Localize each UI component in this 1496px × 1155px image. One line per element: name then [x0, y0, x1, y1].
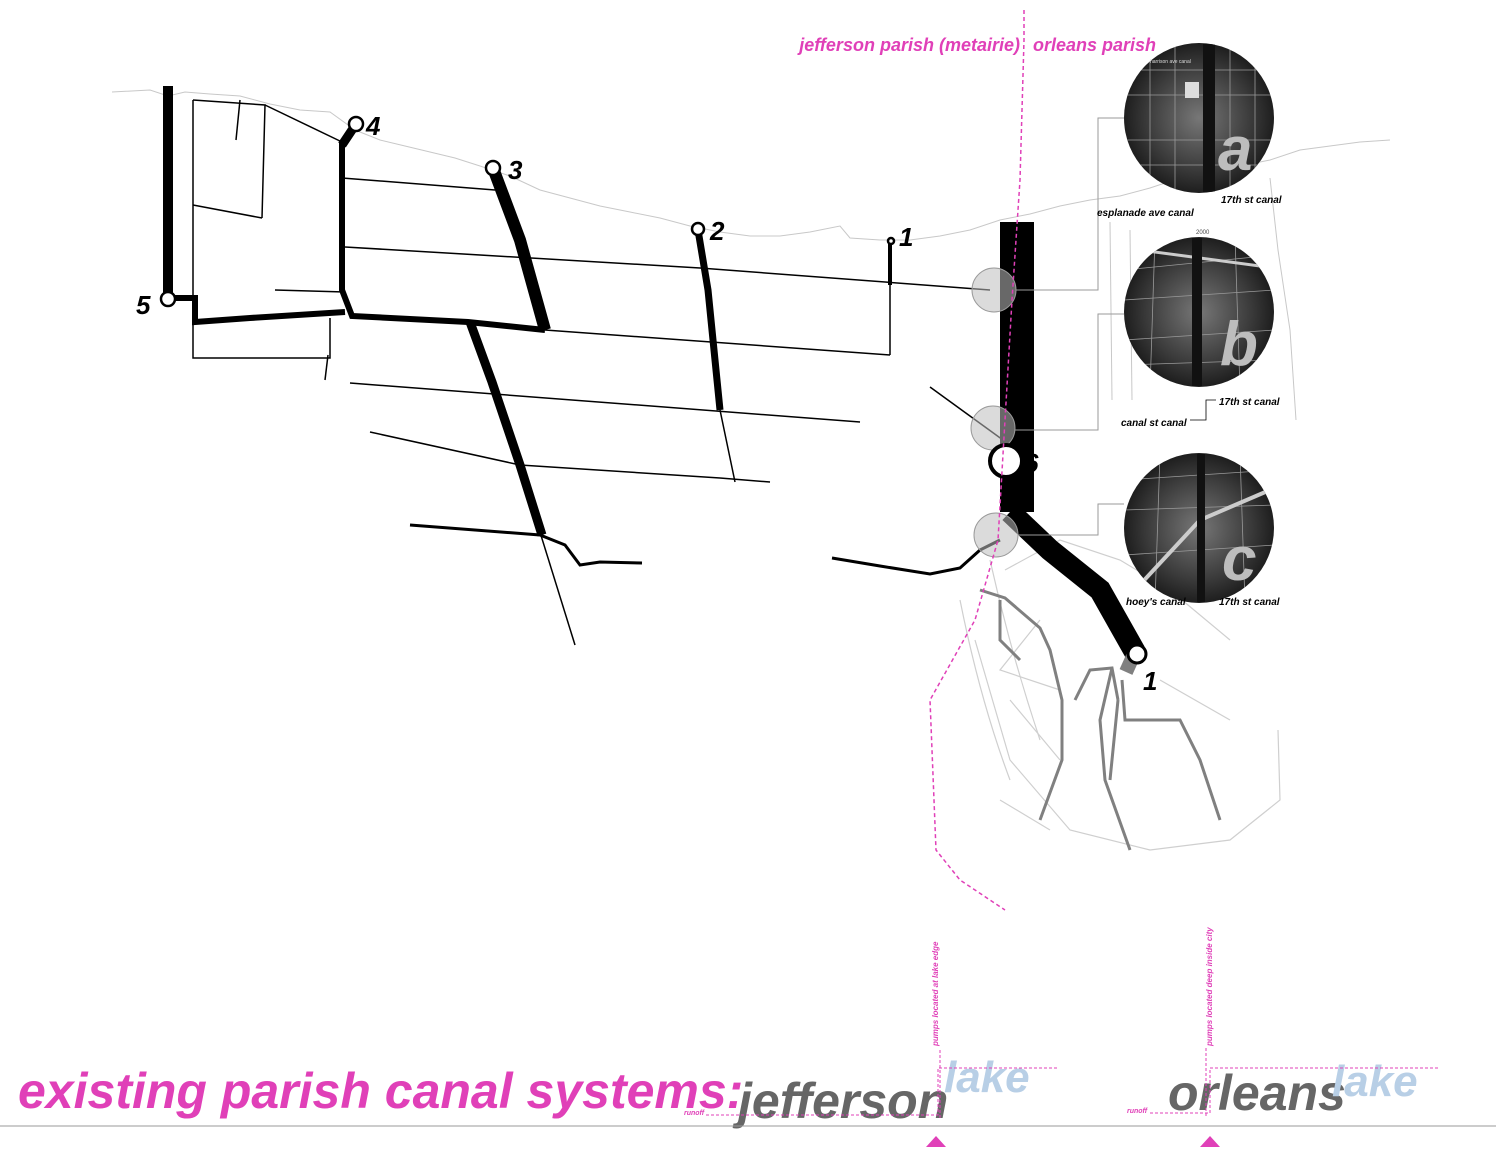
legend-orleans-pump-note: pumps located deep inside city [1205, 927, 1214, 1047]
pump-station-2 [690, 221, 706, 237]
aerial-photo-a: harrison ave canal a [1124, 43, 1274, 193]
pump-label-2: 2 [709, 216, 725, 246]
pump-station-1 [886, 236, 896, 246]
aerial-photo-b: b [1124, 237, 1274, 387]
pump-label-4: 4 [365, 111, 381, 141]
legend-title: existing parish canal systems: [18, 1063, 743, 1119]
legend-jefferson-runoff: runoff [684, 1110, 705, 1117]
legend-orleans: orleans lake runoff pumps located deep i… [1127, 927, 1438, 1147]
pump-station-4 [347, 115, 365, 133]
legend-orleans-runoff: runoff [1127, 1108, 1148, 1115]
legend-orleans-name: orleans [1168, 1065, 1346, 1121]
jefferson-parish-label: jefferson parish (metairie) [797, 35, 1020, 55]
pump-label-1: 1 [899, 222, 913, 252]
parish-boundary [929, 10, 1025, 911]
pump-label-5: 5 [136, 290, 151, 320]
canal-junction-markers [970, 267, 1019, 558]
aerial-c-caption-left: hoey's canal [1126, 597, 1186, 608]
legend-jefferson-pump-marker [926, 1136, 946, 1147]
legend-orleans-lake: lake [1332, 1057, 1418, 1106]
pump-station-1-orleans [1126, 643, 1148, 665]
aerial-a-caption-right: 17th st canal [1221, 195, 1282, 206]
aerial-b-caption-left: canal st canal [1121, 418, 1187, 429]
aerial-b-caption-right: 17th st canal [1219, 397, 1280, 408]
aerial-c-letter: c [1222, 525, 1256, 594]
legend-jefferson-name: jefferson [732, 1073, 948, 1129]
pump-station-5 [159, 290, 177, 308]
aerial-a-caption-left: esplanade ave canal [1097, 208, 1194, 219]
pump-station-6 [988, 443, 1024, 479]
jefferson-thin-canals [192, 99, 1004, 646]
pump-station-3 [484, 159, 502, 177]
aerial-photo-c: c [1124, 453, 1274, 603]
aerial-a-letter: a [1218, 115, 1252, 184]
pump-label-3: 3 [508, 155, 523, 185]
aerial-b-caption-arrow [1190, 399, 1216, 421]
aerial-c-caption-right: 17th st canal [1219, 597, 1280, 608]
legend-jefferson-pump-note: pumps located at lake edge [931, 941, 940, 1047]
orleans-parish-label: orleans parish [1033, 35, 1156, 55]
orleans-fan-canals [979, 588, 1222, 851]
pump-label-1-orleans: 1 [1143, 666, 1157, 696]
legend-jefferson: jefferson lake runoff pumps located at l… [684, 941, 1058, 1147]
jefferson-main-canals [163, 86, 724, 537]
legend-orleans-pump-marker [1200, 1136, 1220, 1147]
aerial-a-year: 2000 [1196, 230, 1210, 236]
pump-stations [159, 115, 1148, 665]
aerial-leader-lines [1015, 117, 1124, 536]
pump-label-6: 6 [1024, 448, 1039, 478]
legend-jefferson-lake: lake [944, 1053, 1030, 1102]
aerial-a-small-street: harrison ave canal [1150, 59, 1191, 65]
aerial-b-letter: b [1220, 310, 1258, 379]
